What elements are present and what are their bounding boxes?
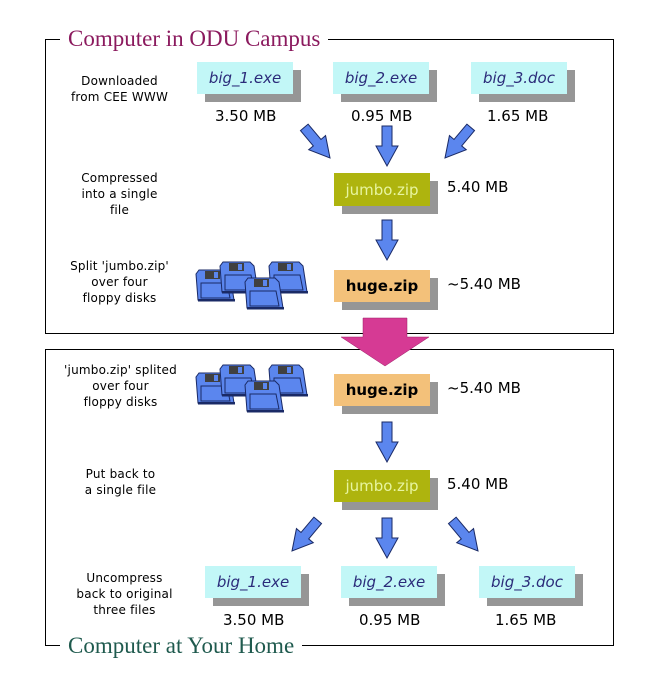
arrow-huge-to-jumbo [375,421,399,463]
arrow-big2-to-jumbo [375,125,399,167]
step-label-uncompress: Uncompress back to original three files [76,571,173,617]
file-name: big_3.doc [471,62,567,94]
top-section-title: Computer in ODU Campus [60,26,329,52]
step-label-put-back: Put back to a single file [84,467,157,497]
archive-size: 5.40 MB [447,475,509,493]
arrow-jumbo-to-huge [375,219,399,261]
split-size: ~5.40 MB [447,379,521,397]
file-name: big_2.exe [341,566,437,598]
step-label-compressed: Compressed into a single file [81,171,158,217]
transfer-arrow-icon [340,317,430,367]
file-size: 1.65 MB [487,107,549,125]
file-size: 0.95 MB [351,107,413,125]
odu-campus-frame [45,39,614,334]
arrow-jumbo-to-big1 [283,512,327,559]
file-size: 3.50 MB [215,107,277,125]
floppy-disks-icon [195,364,309,413]
arrow-big1-to-jumbo [295,119,339,166]
floppy-disks-icon [195,261,309,310]
archive-name: jumbo.zip [334,470,430,502]
split-name: huge.zip [334,270,430,302]
archive-size: 5.40 MB [447,178,509,196]
archive-name: jumbo.zip [334,173,430,206]
file-size: 0.95 MB [359,611,421,629]
bottom-section-title: Computer at Your Home [60,633,303,659]
home-frame [45,349,614,646]
arrow-jumbo-to-big3 [443,512,487,559]
arrow-jumbo-to-big2 [375,517,399,559]
step-label-splited: 'jumbo.zip' splited over four floppy dis… [64,363,177,409]
arrow-big3-to-jumbo [436,119,480,166]
file-size: 3.50 MB [223,611,285,629]
file-name: big_3.doc [479,566,575,598]
file-size: 1.65 MB [495,611,557,629]
split-name: huge.zip [334,374,430,406]
file-name: big_1.exe [197,62,293,94]
step-label-split: Split 'jumbo.zip' over four floppy disks [70,259,169,305]
file-name: big_2.exe [333,62,429,94]
step-label-downloaded: Downloaded from CEE WWW [70,74,169,104]
file-name: big_1.exe [205,566,301,598]
split-size: ~5.40 MB [447,275,521,293]
